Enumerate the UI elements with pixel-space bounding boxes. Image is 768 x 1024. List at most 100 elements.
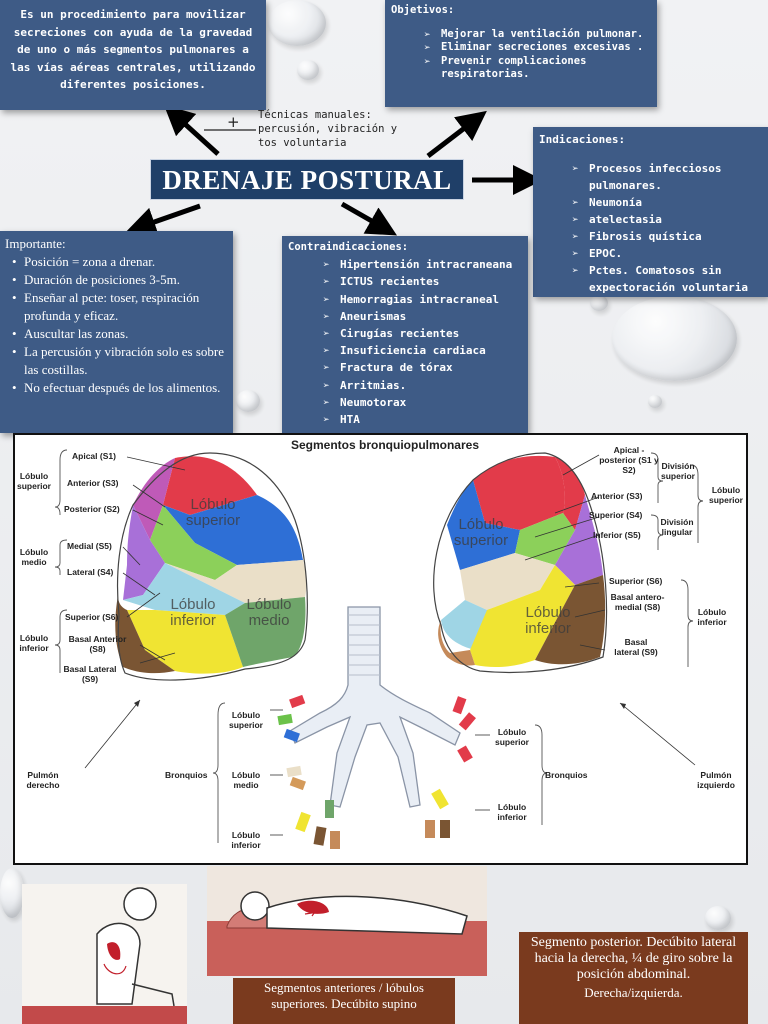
indicaciones-item: Fibrosis quística bbox=[572, 228, 762, 245]
objetivos-item: Eliminar secreciones excesivas . bbox=[424, 41, 649, 55]
importante-list: Posición = zona a drenar. Duración de po… bbox=[5, 253, 227, 397]
contraindicaciones-item: Insuficiencia cardiaca bbox=[323, 342, 522, 359]
supine-position-image bbox=[207, 866, 487, 976]
objetivos-item: Prevenir complicaciones respiratorias. bbox=[424, 55, 649, 82]
lobe-right-inferior: Lóbulo inferior bbox=[170, 596, 216, 629]
right-lung bbox=[115, 452, 308, 681]
sitting-figure bbox=[22, 887, 187, 1024]
tecnicas-manuales-note: Técnicas manuales: percusión, vibración … bbox=[258, 109, 398, 149]
contraindicaciones-item: Hipertensión intracraneana bbox=[323, 256, 522, 273]
importante-item: Posición = zona a drenar. bbox=[12, 253, 227, 271]
importante-heading: Importante: bbox=[5, 236, 66, 251]
label-basal-antero-medial: Basal antero-medial (S8) bbox=[610, 592, 665, 612]
contraindicaciones-item: Neumotorax bbox=[323, 394, 522, 411]
contraindicaciones-item: Hemorragias intracraneal bbox=[323, 291, 522, 308]
importante-box: Importante: Posición = zona a drenar. Du… bbox=[0, 231, 233, 433]
label-lateral-s4: Lateral (S4) bbox=[67, 567, 114, 577]
supine-figure bbox=[207, 891, 487, 976]
contraindicaciones-item: Cirugías recientes bbox=[323, 325, 522, 342]
label-anterior-s3: Anterior (S3) bbox=[67, 478, 119, 488]
importante-item: Duración de posiciones 3-5m. bbox=[12, 271, 227, 289]
bronchi-label-superior: Lóbulo superior bbox=[228, 710, 263, 730]
lobe-right-medio: Lóbulo medio bbox=[246, 596, 292, 629]
label-apical-s1: Apical (S1) bbox=[72, 451, 116, 461]
bronchi-label-medio: Lóbulo medio bbox=[231, 770, 261, 790]
objetivos-item: Mejorar la ventilación pulmonar. bbox=[424, 28, 649, 42]
water-drop bbox=[0, 868, 24, 918]
left-lung bbox=[433, 452, 608, 674]
sitting-position-image bbox=[22, 884, 187, 1024]
water-drop bbox=[648, 395, 662, 408]
contraindicaciones-box: Contraindicaciones: Hipertensión intracr… bbox=[282, 236, 528, 433]
lungs-illustration bbox=[54, 449, 704, 849]
contraindicaciones-item: Arritmias. bbox=[323, 377, 522, 394]
water-drop bbox=[297, 60, 319, 80]
label-medial-s5: Medial (S5) bbox=[67, 541, 112, 551]
definition-text: Es un procedimiento para movilizar secre… bbox=[10, 8, 256, 91]
group-right-inferior: Lóbulo inferior bbox=[19, 633, 49, 653]
group-division-lingular: División lingular bbox=[660, 517, 694, 537]
definition-box: Es un procedimiento para movilizar secre… bbox=[0, 0, 266, 110]
label-bronquios-left: Bronquios bbox=[165, 770, 208, 780]
label-pulmon-derecho: Pulmón derecho bbox=[26, 770, 60, 790]
group-division-superior: División superior bbox=[660, 461, 695, 481]
label-bronquios-right: Bronquios bbox=[545, 770, 588, 780]
contraindicaciones-item: HTA bbox=[323, 411, 522, 428]
label-left-superior-s6: Superior (S6) bbox=[609, 576, 663, 586]
flow-arrows bbox=[125, 104, 543, 237]
label-basal-lateral-s9: Basal Lateral (S9) bbox=[63, 664, 117, 684]
label-apical-posterior: Apical - posterior (S1 y S2) bbox=[599, 445, 659, 475]
water-drop bbox=[590, 295, 608, 311]
indicaciones-item: Pctes. Comatosos sin expectoración volun… bbox=[572, 262, 762, 296]
label-left-basal-lateral: Basal lateral (S9) bbox=[614, 637, 658, 657]
diagram-title: Segmentos bronquiopulmonares bbox=[290, 438, 479, 452]
bronchi-label-right-superior: Lóbulo superior bbox=[494, 727, 529, 747]
objetivos-box: Objetivos: Mejorar la ventilación pulmon… bbox=[385, 0, 657, 107]
water-drop bbox=[705, 906, 731, 930]
importante-item: La percusión y vibración solo es sobre l… bbox=[12, 343, 227, 379]
group-left-inferior: Lóbulo inferior bbox=[697, 607, 727, 627]
plus-sign: + bbox=[227, 113, 240, 131]
bronchi-label-inferior: Lóbulo inferior bbox=[231, 830, 261, 850]
group-right-medio: Lóbulo medio bbox=[19, 547, 49, 567]
indicaciones-item: atelectasia bbox=[572, 211, 762, 228]
importante-item: No efectuar después de los alimentos. bbox=[12, 379, 227, 397]
lobe-left-superior: Lóbulo superior bbox=[453, 516, 509, 549]
label-basal-anterior-s8: Basal Anterior (S8) bbox=[68, 634, 127, 654]
caption-right-subtext: Derecha/izquierda. bbox=[584, 985, 683, 1000]
contraindicaciones-heading: Contraindicaciones: bbox=[288, 241, 409, 253]
indicaciones-heading: Indicaciones: bbox=[539, 133, 626, 146]
indicaciones-list: Procesos infecciosos pulmonares. Neumoní… bbox=[539, 160, 762, 296]
contraindicaciones-list: Hipertensión intracraneana ICTUS recient… bbox=[288, 256, 522, 428]
caption-center-text: Segmentos anteriores / lóbulos superiore… bbox=[264, 980, 424, 1011]
indicaciones-box: Indicaciones: Procesos infecciosos pulmo… bbox=[533, 127, 768, 297]
indicaciones-item: Procesos infecciosos pulmonares. bbox=[572, 160, 762, 194]
contraindicaciones-item: Aneurismas bbox=[323, 308, 522, 325]
water-drop bbox=[236, 390, 260, 412]
trachea-bronchi bbox=[277, 606, 476, 849]
label-superior-s4: Superior (S4) bbox=[589, 510, 643, 520]
group-right-superior: Lóbulo superior bbox=[16, 471, 51, 491]
caption-right-text: Segmento posterior. Decúbito lateral hac… bbox=[530, 935, 737, 982]
water-drop bbox=[268, 0, 326, 46]
label-inferior-s5: Inferior (S5) bbox=[593, 530, 641, 540]
caption-segmentos-anteriores: Segmentos anteriores / lóbulos superiore… bbox=[233, 978, 455, 1024]
lobe-right-superior: Lóbulo superior bbox=[185, 496, 241, 529]
importante-item: Enseñar al pcte: toser, respiración prof… bbox=[12, 289, 227, 325]
importante-item: Auscultar las zonas. bbox=[12, 325, 227, 343]
objetivos-heading: Objetivos: bbox=[391, 4, 455, 16]
indicaciones-item: Neumonía bbox=[572, 194, 762, 211]
bronchi-label-right-inferior: Lóbulo inferior bbox=[497, 802, 527, 822]
bronchopulmonary-diagram: Segmentos bronquiopulmonares Apical (S1)… bbox=[13, 433, 748, 865]
page-title: DRENAJE POSTURAL bbox=[150, 159, 464, 200]
indicaciones-item: EPOC. bbox=[572, 245, 762, 262]
objetivos-list: Mejorar la ventilación pulmonar. Elimina… bbox=[391, 28, 649, 82]
caption-segmento-posterior: Segmento posterior. Decúbito lateral hac… bbox=[519, 932, 748, 1024]
lobe-left-inferior: Lóbulo inferior bbox=[525, 604, 571, 637]
contraindicaciones-item: ICTUS recientes bbox=[323, 273, 522, 290]
label-left-anterior-s3: Anterior (S3) bbox=[591, 491, 643, 501]
water-drop bbox=[612, 296, 737, 381]
label-superior-s6: Superior (S6) bbox=[65, 612, 119, 622]
label-posterior-s2: Posterior (S2) bbox=[64, 504, 120, 514]
group-left-superior: Lóbulo superior bbox=[708, 485, 743, 505]
